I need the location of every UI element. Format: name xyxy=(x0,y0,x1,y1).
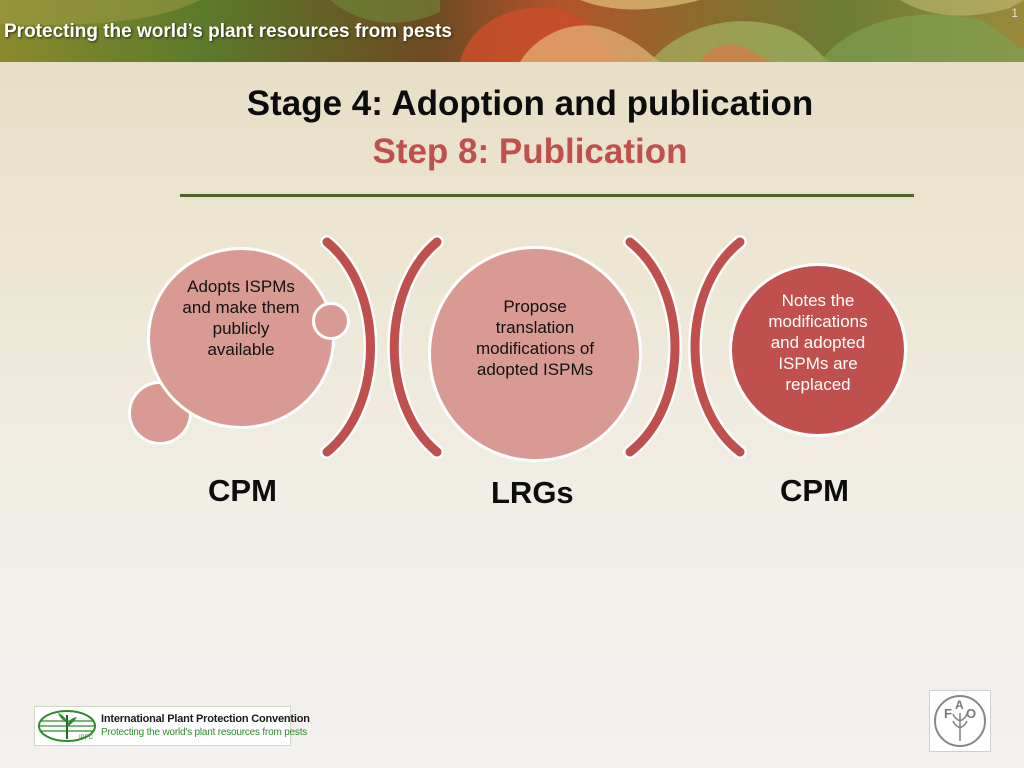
step-3-label: CPM xyxy=(780,473,849,508)
fao-emblem-icon: F A O xyxy=(934,695,986,747)
fao-letter-f: F xyxy=(944,706,952,721)
step-3-text: Notes the modifications and adopted ISPM… xyxy=(768,290,868,394)
step-1-text: Adopts ISPMs and make them publicly avai… xyxy=(182,277,300,359)
step-1-label: CPM xyxy=(208,473,277,508)
fao-letter-o: O xyxy=(966,706,976,721)
step-circle-1: Adopts ISPMs and make them publicly avai… xyxy=(147,247,335,429)
ippc-name: International Plant Protection Conventio… xyxy=(101,713,310,725)
slide-title: Stage 4: Adoption and publication xyxy=(246,84,814,123)
step-circle-2: Propose translation modifications of ado… xyxy=(428,246,642,462)
header-banner: Protecting the world’s plant resources f… xyxy=(0,0,1024,62)
title-divider xyxy=(180,194,914,197)
slide-subtitle: Step 8: Publication xyxy=(372,132,688,171)
slide-number: 1 xyxy=(1011,6,1018,20)
ippc-mark: IPPC xyxy=(79,735,94,741)
step-circle-3: Notes the modifications and adopted ISPM… xyxy=(729,263,907,437)
botanical-illustration xyxy=(0,0,1024,62)
header-tagline: Protecting the world’s plant resources f… xyxy=(4,21,453,42)
fao-letter-a: A xyxy=(955,698,964,712)
ippc-globe-icon: IPPC xyxy=(38,710,96,742)
step-2-text: Propose translation modifications of ado… xyxy=(475,297,595,379)
decorative-dot xyxy=(312,302,350,340)
ippc-tagline: Protecting the world's plant resources f… xyxy=(101,727,308,738)
ippc-logo: IPPC International Plant Protection Conv… xyxy=(34,706,310,746)
fao-logo: F A O xyxy=(929,690,991,752)
step-2-label: LRGs xyxy=(491,475,574,510)
